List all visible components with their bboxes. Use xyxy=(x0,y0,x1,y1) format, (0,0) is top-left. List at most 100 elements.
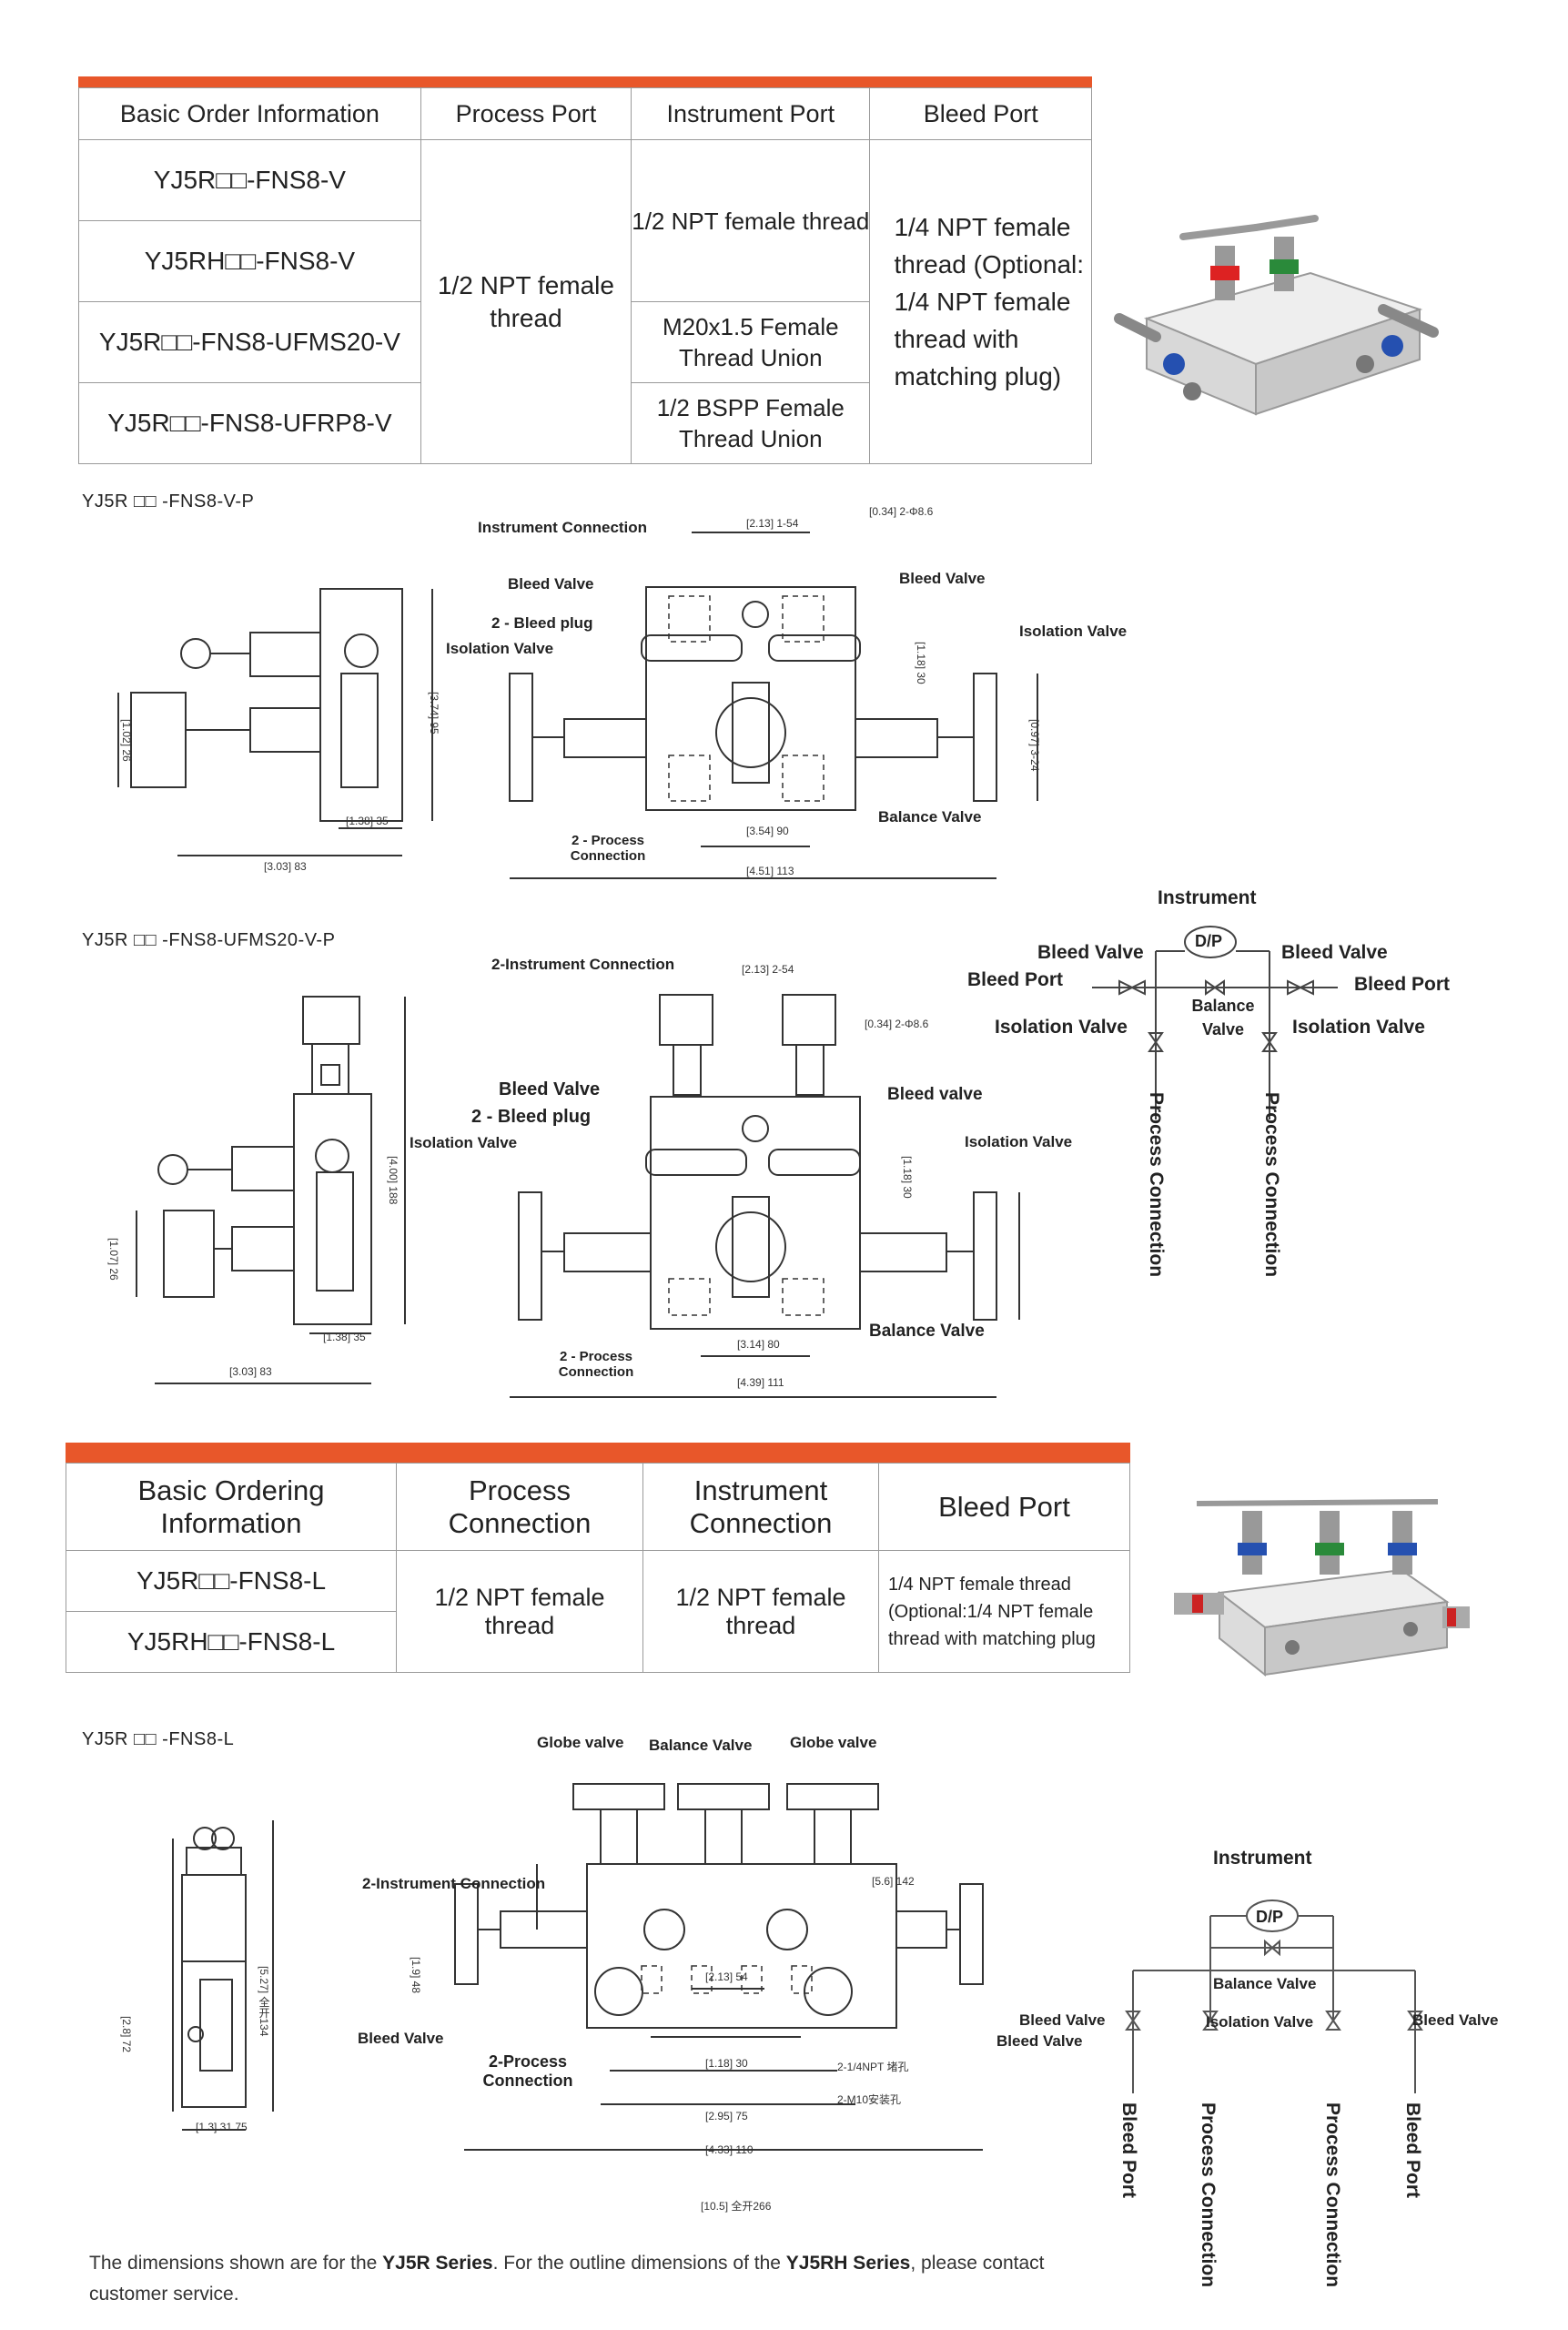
drawing-2-title: YJ5R □□ -FNS8-UFMS20-V-P xyxy=(82,930,336,950)
model-cell: YJ5R□□-FNS8-V xyxy=(78,139,421,221)
schematic-1-process-connection-left: Process Connection xyxy=(1146,1092,1167,1278)
model-cell: YJ5R□□-FNS8-UFMS20-V xyxy=(78,301,421,383)
bleed-port-cell: 1/4 NPT female thread (Optional: 1/4 NPT… xyxy=(869,139,1092,464)
model-cell: YJ5R□□-FNS8-UFRP8-V xyxy=(78,382,421,464)
schematic-2-bleed-port-right: Bleed Port xyxy=(1402,2102,1423,2199)
callout-isolation-valve-right: Isolation Valve xyxy=(965,1133,1073,1150)
schematic-1-isolation-valve-right: Isolation Valve xyxy=(1292,1017,1425,1038)
order-table-1: Basic Order Information Process Port Ins… xyxy=(78,76,1092,464)
instrument-port-cell: 1/2 NPT female thread xyxy=(631,139,871,302)
footnote-series-yj5r: YJ5R Series xyxy=(382,2253,493,2274)
dim-label: [4.33] 110 xyxy=(705,2143,754,2156)
footnote-text: , please contact customer service. xyxy=(89,2253,1045,2305)
dim-label: [10.5] 全开266 xyxy=(701,2200,772,2213)
dim-label: [1.02] 26 xyxy=(120,719,133,762)
model-cell: YJ5RH□□-FNS8-V xyxy=(78,220,421,302)
footnote-series-yj5rh: YJ5RH Series xyxy=(785,2253,911,2274)
schematic-2-lines xyxy=(1125,1899,1423,2093)
callout-process-connection: 2-Process Connection xyxy=(482,2052,573,2090)
footnote: The dimensions shown are for the YJ5R Se… xyxy=(89,2248,1108,2310)
callout-bleed-valve-left: Bleed Valve xyxy=(499,1079,601,1099)
model-cell: YJ5R□□-FNS8-L xyxy=(66,1550,397,1612)
bleed-port-cell: 1/4 NPT female thread (Optional:1/4 NPT … xyxy=(878,1550,1130,1673)
header-basic-ordering: Basic Ordering Information xyxy=(66,1463,397,1551)
model-cell: YJ5RH□□-FNS8-L xyxy=(66,1611,397,1673)
dim-label: [1.18] 30 xyxy=(705,2057,748,2070)
dim-label: [2.95] 75 xyxy=(705,2110,748,2122)
schematic-1-dp: D/P xyxy=(1195,932,1223,950)
callout-process-connection: 2 - Process Connection xyxy=(570,833,646,864)
dim-label: [2.13] 2-54 xyxy=(742,963,794,976)
callout-globe-valve-right: Globe valve xyxy=(790,1734,877,1751)
dim-label: [1.07] 26 xyxy=(107,1238,120,1281)
dim-label: [1.18] 30 xyxy=(915,642,927,684)
dim-label: [1.18] 30 xyxy=(901,1156,914,1199)
schematic-1-bleed-valve-left: Bleed Valve xyxy=(1037,942,1144,963)
process-port-cell: 1/2 NPT female thread xyxy=(420,139,632,464)
schematic-1-bleed-port-left: Bleed Port xyxy=(967,969,1064,990)
dim-label: [2.8] 72 xyxy=(120,2016,133,2053)
header-instrument-connection: Instrument Connection xyxy=(642,1463,879,1551)
dim-label: [5.27] 全开134 xyxy=(258,1966,270,2037)
schematic-2-bleed-valve-right: Bleed Valve xyxy=(1412,2011,1499,2029)
callout-bleed-valve-right: Bleed Valve xyxy=(996,2032,1083,2050)
schematic-2-balance-valve: Balance Valve xyxy=(1213,1975,1317,1992)
callout-bleed-plug: 2 - Bleed plug xyxy=(491,614,593,632)
schematic-1-balance-valve: Balance Valve xyxy=(1191,997,1255,1038)
dim-label: [4.51] 113 xyxy=(746,865,794,877)
drawing-2-side-view xyxy=(136,996,406,1384)
callout-balance-valve: Balance Valve xyxy=(649,1737,753,1754)
callout-bleed-valve-right: Bleed valve xyxy=(887,1085,983,1104)
manifold-product-image-1 xyxy=(1114,215,1439,416)
dim-label: [1.38] 35 xyxy=(323,1331,366,1343)
callout-isolation-valve-left: Isolation Valve xyxy=(446,640,554,657)
callout-bleed-valve-right: Bleed Valve xyxy=(899,570,986,587)
drawing-3-front-view xyxy=(454,1783,984,2151)
instrument-connection-cell: 1/2 NPT female thread xyxy=(642,1550,879,1673)
callout-balance-valve: Balance Valve xyxy=(878,808,982,826)
dim-label: [2.13] 54 xyxy=(705,1970,748,1983)
callout-instrument-connection: Instrument Connection xyxy=(478,519,648,536)
header-bleed-port: Bleed Port xyxy=(878,1463,1130,1551)
header-instrument-port: Instrument Port xyxy=(631,87,871,140)
order-table-1-grid: Basic Order Information Process Port Ins… xyxy=(78,87,1092,464)
drawing-1-front-view xyxy=(509,532,1038,879)
callout-bleed-valve-left: Bleed Valve xyxy=(358,2030,444,2047)
instrument-port-cell: 1/2 BSPP Female Thread Union xyxy=(631,382,871,464)
drawing-2-front-view xyxy=(510,994,1020,1398)
accent-bar xyxy=(66,1443,1130,1463)
process-connection-cell: 1/2 NPT female thread xyxy=(396,1550,643,1673)
header-bleed-port: Bleed Port xyxy=(869,87,1092,140)
dim-label: [0.34] 2-Φ8.6 xyxy=(865,1018,929,1030)
schematic-1-isolation-valve-left: Isolation Valve xyxy=(995,1017,1128,1038)
callout-bleed-valve-left: Bleed Valve xyxy=(508,575,594,593)
order-table-2-grid: Basic Ordering Information Process Conne… xyxy=(66,1463,1130,1673)
callout-isolation-valve-right: Isolation Valve xyxy=(1019,623,1128,640)
dim-label: [3.74] 95 xyxy=(428,692,440,734)
instrument-port-cell: M20x1.5 Female Thread Union xyxy=(631,301,871,383)
callout-process-connection: 2 - Process Connection xyxy=(558,1349,634,1380)
callout-npt-hole: 2-1/4NPT 堵孔 xyxy=(837,2061,909,2073)
callout-instrument-connection: 2-Instrument Connection xyxy=(491,956,675,973)
dim-label: [4.39] 111 xyxy=(737,1376,784,1389)
drawing-3-title: YJ5R □□ -FNS8-L xyxy=(82,1729,235,1749)
schematic-1-bleed-port-right: Bleed Port xyxy=(1354,974,1451,995)
dim-label: [2.13] 1-54 xyxy=(746,517,799,530)
dim-label: [0.97] 3-24 xyxy=(1028,719,1041,772)
dim-label: [1.9] 48 xyxy=(410,1957,422,1994)
drawing-1-title: YJ5R □□ -FNS8-V-P xyxy=(82,491,255,512)
schematic-1-process-connection-right: Process Connection xyxy=(1261,1092,1282,1278)
schematic-2-isolation-valve: Isolation Valve xyxy=(1206,2013,1314,2031)
footnote-text: The dimensions shown are for the xyxy=(89,2253,383,2274)
callout-m10-hole: 2-M10安装孔 xyxy=(837,2093,902,2106)
dim-label: [0.34] 2-Φ8.6 xyxy=(869,505,934,518)
dim-label: [3.54] 90 xyxy=(746,825,789,837)
schematic-2-process-connection-left: Process Connection xyxy=(1198,2102,1219,2288)
footnote-text: . For the outline dimensions of the xyxy=(492,2253,786,2274)
dim-label: [3.03] 83 xyxy=(264,860,307,873)
manifold-product-image-2 xyxy=(1174,1499,1470,1677)
dim-label: [1.3] 31.75 xyxy=(196,2121,248,2133)
schematic-1-bleed-valve-right: Bleed Valve xyxy=(1281,942,1388,963)
drawing-1-side-view xyxy=(117,588,433,856)
schematic-2-bleed-valve-left: Bleed Valve xyxy=(1019,2011,1106,2029)
